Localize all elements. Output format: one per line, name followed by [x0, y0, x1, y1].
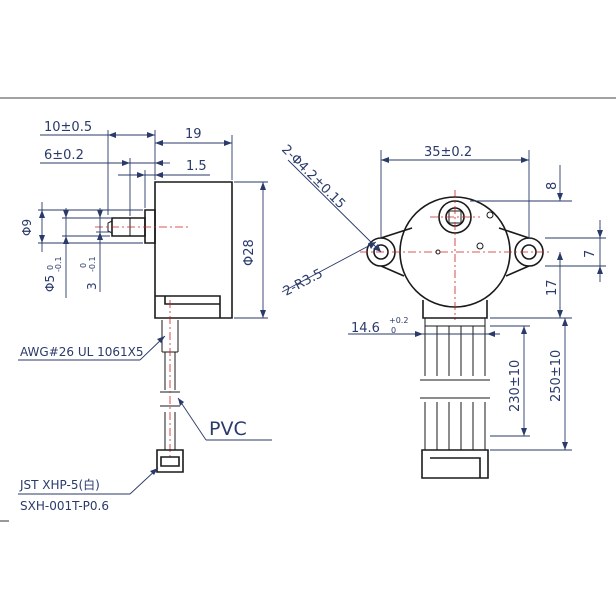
connector-front: [421, 449, 489, 479]
dim-35-label: 35±0.2: [424, 145, 472, 160]
dim-14-6-tol-bot: 0: [391, 326, 396, 335]
connector-label-1: JST XHP-5(白): [19, 477, 100, 492]
dim-3-tol-top: 0: [79, 263, 88, 268]
dim-1-5-label: 1.5: [186, 159, 207, 174]
motor-shaft: [111, 217, 146, 237]
dim-phi28-label: Φ28: [242, 239, 257, 266]
side-view: 10±0.5 19 6±0.2 1.5 Φ9 Φ5 0: [18, 120, 272, 513]
dim-19-label: 19: [185, 127, 202, 142]
dim-14-6-label: 14.6: [351, 321, 380, 336]
dim-phi9-label: Φ9: [20, 219, 34, 236]
dim-6-label: 6±0.2: [44, 148, 84, 163]
cable-tab-side: [155, 295, 221, 318]
front-view: 35±0.2 8 7 17 2-Φ4.2±0.15 2-R3.5 14.6 +0…: [278, 142, 606, 479]
shaft-boss: [144, 209, 156, 244]
dim-230-label: 230±10: [508, 360, 523, 412]
connector-side: [156, 449, 184, 473]
cable-exit-front: [422, 300, 488, 319]
dim-phi5-tol-top: 0: [46, 265, 55, 270]
dim-3-label: 3: [85, 282, 99, 290]
dim-phi5-tol-bot: -0.1: [54, 256, 63, 272]
dim-phi5-label: Φ5: [43, 275, 57, 292]
pvc-label: PVC: [209, 418, 247, 440]
dim-7-label: 7: [583, 250, 598, 258]
dim-radius-label: 2-R3.5: [281, 266, 326, 299]
dim-10-label: 10±0.5: [44, 120, 92, 135]
connector-label-2: SXH-001T-P0.6: [20, 499, 109, 513]
dim-holes-label: 2-Φ4.2±0.15: [278, 142, 348, 212]
cable-front: [424, 326, 486, 450]
dim-3-tol-bot: -0.1: [88, 256, 97, 272]
dim-250-label: 250±10: [549, 350, 564, 402]
dim-8-label: 8: [545, 182, 560, 190]
wire-spec-label: AWG#26 UL 1061X5: [20, 345, 144, 359]
dim-14-6-tol-top: +0.2: [389, 316, 408, 325]
dim-17-label: 17: [545, 279, 560, 296]
mounting-flange: [380, 227, 530, 277]
